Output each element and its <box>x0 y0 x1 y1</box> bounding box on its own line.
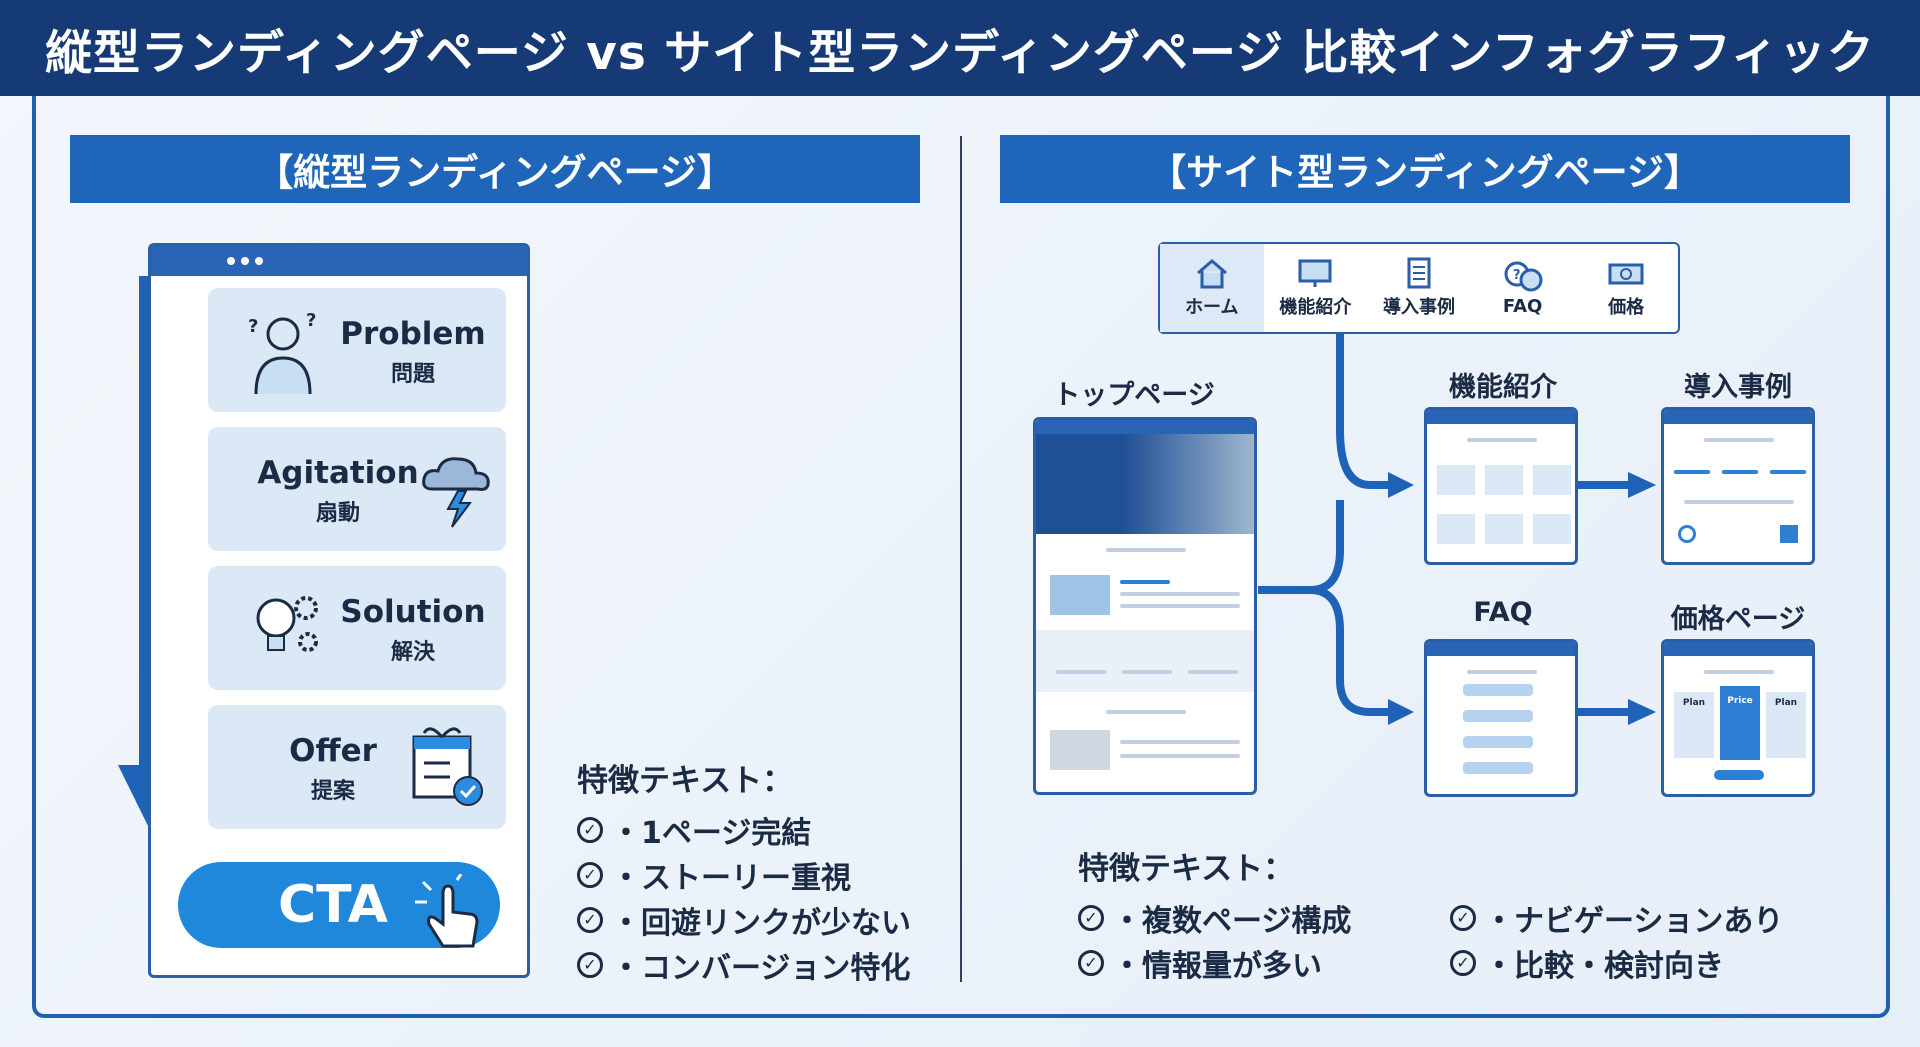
nav-item-pricing[interactable]: 価格 <box>1574 244 1678 332</box>
check-icon: ✓ <box>1450 905 1476 931</box>
step-card-problem: ? ? Problem 問題 <box>208 288 506 412</box>
feature-item: ✓ ・複数ページ構成 <box>1078 896 1351 940</box>
feature-text: ・情報量が多い <box>1112 949 1322 984</box>
money-icon <box>1608 263 1644 285</box>
check-icon: ✓ <box>1450 950 1476 976</box>
hero-image <box>1036 434 1254 534</box>
step-ja-label: 問題 <box>390 362 435 387</box>
feature-text: ・比較・検討向き <box>1484 949 1724 984</box>
feature-text: ・ナビゲーションあり <box>1484 904 1784 939</box>
step-card-offer: Offer 提案 <box>208 705 506 829</box>
feature-item: ✓ ・コンバージョン特化 <box>577 943 910 987</box>
confused-person-icon: ? ? <box>248 310 316 395</box>
content-frame <box>32 96 1890 1018</box>
faq-page-thumbnail <box>1424 639 1578 797</box>
top-page-thumbnail <box>1033 417 1257 795</box>
page-label-top: トップページ <box>1053 380 1215 411</box>
feature-text: ・1ページ完結 <box>611 816 812 851</box>
cases-page-thumbnail <box>1661 407 1815 565</box>
nav-item-cases[interactable]: 導入事例 <box>1367 244 1471 332</box>
feature-text: ・ストーリー重視 <box>611 861 851 896</box>
right-features-title: 特徴テキスト： <box>1078 851 1295 887</box>
check-icon: ✓ <box>577 952 603 978</box>
svg-text:?: ? <box>248 316 258 337</box>
nav-label: 機能紹介 <box>1279 297 1352 318</box>
site-lp-section-title: 【サイト型ランディングページ】 <box>1000 135 1850 203</box>
vertical-lp-section-title: 【縦型ランディングページ】 <box>70 135 920 203</box>
nav-item-home[interactable]: ホーム <box>1160 244 1264 332</box>
feature-item: ✓ ・ストーリー重視 <box>577 853 851 897</box>
lightbulb-gear-icon <box>256 596 318 652</box>
check-icon: ✓ <box>1078 905 1104 931</box>
page-label-faq: FAQ <box>1473 597 1533 628</box>
cta-button[interactable]: CTA <box>178 862 500 948</box>
check-icon: ✓ <box>577 862 603 888</box>
pricing-page-thumbnail: Plan Price Plan <box>1661 639 1815 797</box>
step-ja-label: 解決 <box>390 640 435 665</box>
step-card-solution: Solution 解決 <box>208 566 506 690</box>
feature-item: ✓ ・回遊リンクが少ない <box>577 898 911 942</box>
check-icon: ✓ <box>577 817 603 843</box>
pricing-card: Plan <box>1674 692 1714 758</box>
left-features-title: 特徴テキスト： <box>577 763 794 799</box>
page-label-pricing: 価格ページ <box>1670 604 1806 635</box>
header-banner: 縦型ランディングページ vs サイト型ランディングページ 比較インフォグラフィッ… <box>0 0 1920 96</box>
svg-text:?: ? <box>306 310 316 331</box>
feature-item: ✓ ・ナビゲーションあり <box>1450 896 1783 940</box>
feature-text: ・回遊リンクが少ない <box>611 906 911 941</box>
step-en-label: Solution <box>340 594 486 630</box>
feature-text: ・コンバージョン特化 <box>611 951 911 986</box>
home-icon <box>1196 259 1227 289</box>
feature-item: ✓ ・比較・検討向き <box>1450 941 1724 985</box>
check-icon: ✓ <box>1078 950 1104 976</box>
page-title: 縦型ランディングページ vs サイト型ランディングページ 比較インフォグラフィッ… <box>45 25 1875 81</box>
svg-text:?: ? <box>1513 268 1521 283</box>
monitor-icon <box>1298 259 1332 287</box>
document-icon <box>1407 257 1431 289</box>
step-en-label: Offer <box>289 733 377 769</box>
nav-label: FAQ <box>1502 295 1543 317</box>
step-en-label: Problem <box>340 316 486 352</box>
nav-label: 導入事例 <box>1382 297 1455 318</box>
check-icon: ✓ <box>577 907 603 933</box>
page-label-cases: 導入事例 <box>1684 372 1792 403</box>
step-card-agitation: Agitation 扇動 <box>208 427 506 551</box>
window-dot <box>241 257 249 265</box>
nav-item-faq[interactable]: ? FAQ <box>1471 244 1575 332</box>
step-en-label: Agitation <box>257 455 419 491</box>
step-ja-label: 扇動 <box>315 501 360 526</box>
storm-cloud-icon <box>422 457 490 528</box>
step-ja-label: 提案 <box>310 779 355 804</box>
pricing-card: Plan <box>1766 692 1806 758</box>
question-chat-icon: ? <box>1504 261 1543 291</box>
click-hand-icon <box>415 874 479 948</box>
window-dot <box>255 257 263 265</box>
feature-text: ・複数ページ構成 <box>1112 904 1352 939</box>
site-nav-bar: ホーム 機能紹介 導入事例 ? FAQ 価格 <box>1158 242 1680 334</box>
nav-label: 価格 <box>1608 297 1645 318</box>
phone-status-bar <box>151 246 527 276</box>
column-divider <box>960 136 962 982</box>
features-page-thumbnail <box>1424 407 1578 565</box>
window-dot <box>227 257 235 265</box>
nav-label: ホーム <box>1185 297 1239 318</box>
pricing-card-featured: Price <box>1720 686 1760 760</box>
gift-checklist-icon <box>412 727 483 806</box>
feature-item: ✓ ・情報量が多い <box>1078 941 1322 985</box>
feature-item: ✓ ・1ページ完結 <box>577 808 811 852</box>
image-placeholder-icon <box>1050 575 1110 615</box>
page-label-features: 機能紹介 <box>1449 372 1557 403</box>
nav-item-features[interactable]: 機能紹介 <box>1264 244 1368 332</box>
cta-label: CTA <box>278 875 388 935</box>
